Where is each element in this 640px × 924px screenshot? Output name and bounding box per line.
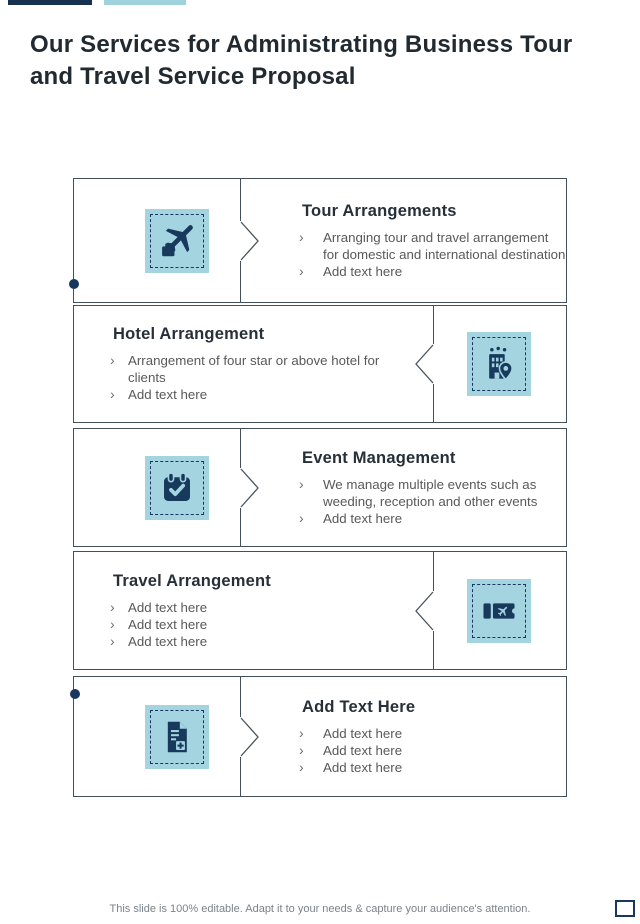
service-block-travel-arrangement: Travel Arrangement › Add text here › Add t…	[73, 551, 567, 670]
bullet-marker: ›	[299, 509, 304, 526]
block-title: Hotel Arrangement	[113, 325, 265, 343]
bullet-text: Add text here	[128, 599, 208, 615]
divider-line	[240, 260, 241, 302]
divider-line	[240, 677, 241, 717]
bullet-text: Add text here	[128, 616, 208, 632]
divider-line	[240, 429, 241, 468]
divider-line	[240, 756, 241, 796]
divider-line	[433, 306, 434, 344]
bullet-text: Add text here	[323, 510, 403, 526]
bullet-text: We manage multiple events such as weedin…	[323, 476, 538, 509]
divider-line	[240, 179, 241, 221]
divider-line	[240, 507, 241, 546]
block-title: Travel Arrangement	[113, 571, 271, 590]
bullet-marker: ›	[110, 598, 115, 615]
divider-line	[433, 630, 434, 669]
bullet-text: Add text here	[323, 263, 403, 279]
chevron-right-icon	[240, 221, 259, 260]
service-block-hotel-arrangement: Hotel Arrangement › Arrangement of four s…	[73, 305, 567, 423]
flight-ticket-icon	[467, 578, 531, 643]
bullet-marker: ›	[299, 228, 304, 245]
chevron-left-icon	[415, 591, 434, 630]
accent-bar-lightblue	[104, 0, 186, 5]
bullet-text: Arrangement of four star or above hotel …	[128, 353, 380, 385]
bullet-text: Add text here	[323, 725, 403, 741]
block-title: Event Management	[302, 448, 456, 467]
bullet-marker: ›	[299, 475, 304, 492]
divider-line	[433, 384, 434, 422]
bullet-text: Add text here	[323, 742, 403, 758]
connector-dot-top	[69, 279, 79, 289]
plane-luggage-icon	[145, 208, 209, 273]
calendar-check-icon	[145, 455, 209, 520]
bullet-marker: ›	[110, 615, 115, 632]
block-title: Tour Arrangements	[302, 201, 457, 220]
document-plus-icon	[145, 704, 209, 769]
slide-title: Our Services for Administrating Business…	[30, 31, 573, 91]
bullet-text: Add text here	[323, 759, 403, 775]
divider-line	[433, 552, 434, 591]
bullet-marker: ›	[299, 741, 304, 758]
chevron-left-icon	[415, 344, 434, 384]
connector-dot-bottom	[70, 689, 80, 699]
service-block-add-text: Add Text Here › Add text here › Add text h…	[73, 676, 567, 797]
bullet-marker: ›	[110, 386, 115, 402]
bullet-text: Arranging tour and travel arrangement fo…	[323, 229, 566, 262]
service-block-event-management: Event Management › We manage multiple eve…	[73, 428, 567, 547]
bullet-marker: ›	[299, 758, 304, 775]
chevron-right-icon	[240, 468, 259, 507]
service-block-tour-arrangements: Tour Arrangements › Arranging tour and tr…	[73, 178, 567, 303]
bullet-marker: ›	[110, 352, 115, 368]
bullet-marker: ›	[299, 724, 304, 741]
accent-bar-navy	[8, 0, 92, 5]
bullet-text: Add text here	[128, 387, 208, 402]
chevron-right-icon	[240, 717, 259, 756]
bullet-marker: ›	[110, 632, 115, 649]
bullet-marker: ›	[299, 262, 304, 279]
hotel-location-icon	[467, 332, 531, 396]
block-title: Add Text Here	[302, 697, 416, 716]
bullet-text: Add text here	[128, 633, 208, 649]
footer-note: This slide is 100% editable. Adapt it to…	[109, 903, 531, 915]
corner-box	[615, 900, 635, 917]
